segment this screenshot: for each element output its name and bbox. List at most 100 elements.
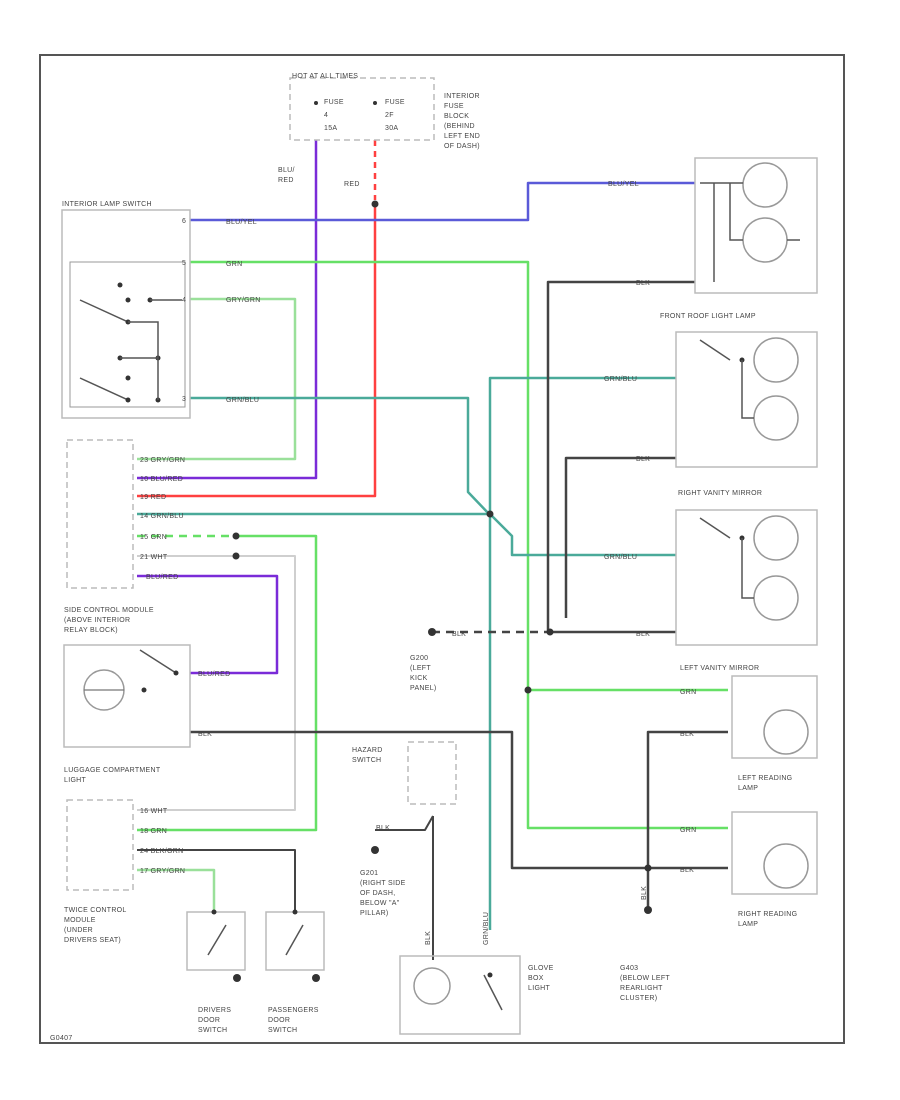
switch-pin-4: 4: [182, 297, 186, 304]
left-vanity-box: [731, 675, 818, 759]
label-line: (UNDER: [64, 927, 93, 934]
fuse-label-line: FUSE: [385, 99, 405, 106]
dome-lamp-trace-2: [729, 183, 743, 241]
wire-label-blu-yel-switch: BLU/YEL: [226, 219, 257, 226]
label-line: LIGHT: [64, 777, 87, 784]
splice-grn-blu: [486, 510, 494, 518]
front-roof-switch: [699, 339, 731, 361]
label-line: RED: [278, 177, 294, 184]
wire-grn-blu-d: [489, 513, 676, 557]
splice-blk-reading: [644, 864, 652, 872]
wire-label-blk-side: BLK: [198, 731, 212, 738]
label-line: OF DASH,: [360, 890, 395, 897]
switch-node-2: [125, 297, 131, 303]
label-line: LAMP: [738, 785, 758, 792]
module-pin-21: 21 WHT: [140, 554, 168, 561]
front-roof-bulb-1-icon: [753, 337, 799, 383]
splice-grn-reading: [524, 686, 532, 694]
label-line: LUGGAGE COMPARTMENT: [64, 767, 161, 774]
wire-label-red-top: RED: [344, 181, 360, 188]
dome-lamp-wire-label: BLU/YEL: [608, 181, 639, 188]
switch-pin-5: 5: [182, 260, 186, 267]
wire-blu-yel: [190, 181, 695, 222]
glove-box-bulb-icon: [413, 967, 451, 1005]
drivers-switch-contact: [207, 924, 227, 956]
drivers-ground-icon: [233, 974, 241, 982]
lower-pin-16: 16 WHT: [140, 808, 168, 815]
luggage-light-label: LUGGAGE COMPARTMENT LIGHT: [64, 767, 161, 784]
hazard-switch-box: [407, 741, 457, 805]
wire-label-blu-red-top: BLU/RED: [278, 167, 295, 184]
label-line: LEFT END: [444, 133, 480, 140]
drivers-switch-node: [211, 909, 217, 915]
wire-label-grn-switch: GRN: [226, 261, 242, 268]
splice-wht: [232, 552, 240, 560]
reading-blk-label: BLK: [680, 867, 694, 874]
wire-blu-red-main: [137, 140, 318, 480]
switch-node-7: [125, 375, 131, 381]
passengers-switch-node: [292, 909, 298, 915]
switch-contact-2: [79, 377, 129, 401]
switch-contact-1: [79, 299, 129, 323]
interior-switch-title: INTERIOR LAMP SWITCH: [62, 201, 152, 208]
fuse-block-title: HOT AT ALL TIMES: [292, 73, 358, 80]
front-roof-box: [675, 331, 818, 468]
splice-red: [371, 200, 379, 208]
left-vanity-blk-label: BLK: [680, 731, 694, 738]
wire-grn-blu-a: [190, 396, 491, 516]
label-line: LEFT READING: [738, 775, 792, 782]
label-line: PANEL): [410, 685, 437, 692]
left-reading-label: LEFT READING LAMP: [738, 775, 792, 792]
switch-trace-1: [128, 321, 159, 400]
label-line: BOX: [528, 975, 544, 982]
label-line: G200: [410, 655, 428, 662]
label-line: PILLAR): [360, 910, 389, 917]
wire-label-blu-red-side: BLU/RED: [198, 671, 230, 678]
diagram-frame: [39, 54, 845, 1044]
right-vanity-bulb-1-icon: [753, 515, 799, 561]
dome-lamp-blk-label: BLK: [636, 280, 650, 287]
module-pin-blu-red: BLU/RED: [146, 574, 178, 581]
dome-lamp-bulb-2-icon: [742, 217, 788, 263]
label-line: MODULE: [64, 917, 96, 924]
left-vanity-mirror: LEFT VANITY MIRROR GRN BLK: [680, 665, 818, 759]
fuse-block-box: [289, 77, 435, 141]
wire-label-blk-bus: BLK: [452, 631, 466, 638]
module-pin-15: 15 GRN: [140, 534, 167, 541]
fuse-pin-b: [373, 101, 377, 105]
reading-lamp-bulb-icon: [763, 843, 809, 889]
switch-pin-6: 6: [182, 218, 186, 225]
footer-code: G0407: [50, 1035, 73, 1042]
label-line: GLOVE: [528, 965, 554, 972]
front-roof-blk-label: BLK: [636, 456, 650, 463]
label-line: DOOR: [268, 1017, 290, 1024]
reading-lamp-box: [731, 811, 818, 895]
label-line: PASSENGERS: [268, 1007, 319, 1014]
side-module-box: [63, 644, 191, 748]
wire-blk-grn-doors: [137, 849, 296, 910]
label-line: KICK: [410, 675, 428, 682]
ground-g203-icon: [644, 906, 652, 914]
relay-contact: [139, 649, 177, 674]
wire-label-gry-grn-switch: GRY/GRN: [226, 297, 261, 304]
lower-module-box: [66, 799, 134, 891]
fuse-label-line: 2F: [385, 112, 394, 119]
front-roof-label: FRONT ROOF LIGHT LAMP: [660, 313, 756, 320]
front-roof-trace: [741, 360, 754, 419]
splice-blk-bus: [546, 628, 554, 636]
wire-wht: [137, 555, 296, 811]
label-line: G403: [620, 965, 638, 972]
lower-module-connector: 16 WHT 18 GRN 24 BLK/GRN 17 GRY/GRN: [66, 799, 185, 891]
label-line: SWITCH: [198, 1027, 227, 1034]
label-line: REARLIGHT: [620, 985, 663, 992]
relay-node-2: [173, 670, 179, 676]
